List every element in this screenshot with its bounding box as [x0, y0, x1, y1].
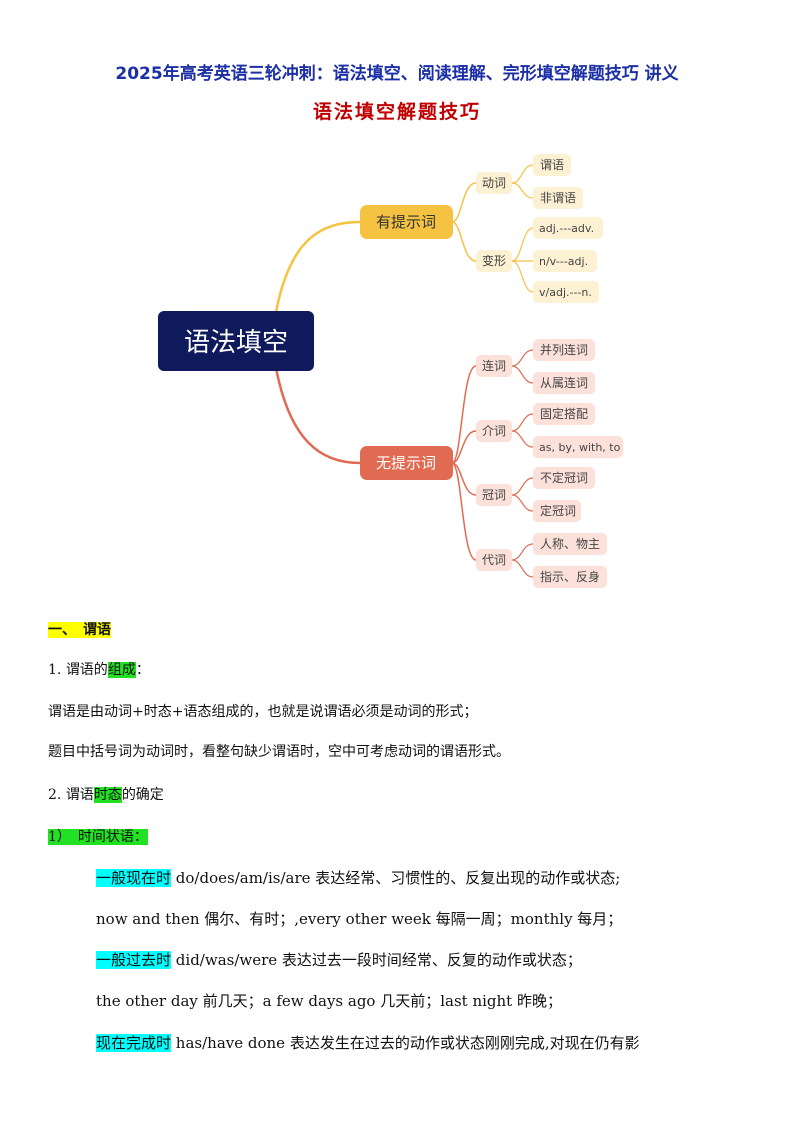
mindmap-leaf-node: [533, 372, 595, 394]
mindmap-group-node: [476, 172, 512, 194]
tense-description: has/have done 表达发生在过去的动作或状态刚刚完成,对现在仍有影: [175, 1034, 640, 1052]
mindmap-leaf-label: as, by, with, to: [539, 441, 621, 454]
paragraph-tense: 2. 谓语时态的确定: [48, 784, 164, 806]
mindmap-group-label: 代词: [482, 553, 506, 567]
example-line: the other day 前几天；a few days ago 几天前；las…: [96, 992, 562, 1010]
mindmap-root-node: [158, 311, 314, 371]
document-subtitle: 语法填空解题技巧: [312, 101, 481, 123]
tense-line: 一般现在时 do/does/am/is/are 表达经常、习惯性的、反复出现的动…: [96, 867, 620, 889]
paragraph-composition: 1. 谓语的组成：: [48, 659, 150, 681]
mindmap-leaf-node: [533, 154, 571, 176]
mindmap-group-label: 连词: [482, 358, 506, 373]
item-number: 2.: [48, 787, 62, 803]
tense-label: 现在完成时: [96, 1034, 172, 1052]
text-run: ：: [135, 662, 150, 678]
mindmap-leaf-node: [533, 566, 607, 588]
mindmap-branch-nohint: [360, 446, 453, 480]
text-run: 的确定: [121, 787, 164, 803]
paragraph-text: 谓语是由动词+时态+语态组成的，也就是说谓语必须是动词的形式；: [48, 704, 478, 720]
mindmap-leaf-label: 并列连词: [540, 342, 588, 357]
mindmap-leaf-label: 定冠词: [540, 503, 576, 518]
mindmap-leaf-label: 指示、反身: [540, 569, 600, 584]
mindmap-leaf-label: 从属连词: [540, 375, 588, 390]
tense-description: did/was/were 表达过去一段时间经常、反复的动作或状态；: [175, 951, 582, 969]
highlight-text: 组成: [107, 662, 136, 678]
mindmap-leaf-label: 谓语: [540, 158, 564, 172]
mindmap-leaf-node: [533, 533, 607, 555]
text-run: 谓语的: [65, 662, 108, 678]
item-number: 1.: [48, 662, 62, 678]
mindmap-branch-nohint-label: 无提示词: [376, 454, 436, 472]
mind-map: 语法填空 有提示词 无提示词 动词 变形 谓语 非谓语 adj.---adv. …: [158, 154, 623, 588]
mindmap-leaf-label: 非谓语: [540, 191, 576, 205]
mindmap-leaf-node: [533, 500, 581, 522]
mindmap-leaf-node: [533, 281, 599, 303]
mindmap-leaf-node: [533, 436, 623, 458]
mindmap-group-label: 动词: [482, 176, 506, 190]
mindmap-group-label: 冠词: [482, 488, 506, 502]
section-heading: 一、 谓语: [48, 619, 111, 641]
mindmap-leaf-node: [533, 467, 595, 489]
text-run: 谓语: [65, 787, 94, 803]
mindmap-leaf-node: [533, 339, 595, 361]
mindmap-group-label: 介词: [482, 424, 506, 438]
section-heading-text: 一、 谓语: [48, 622, 111, 638]
example-line: now and then 偶尔、有时；,every other week 每隔一…: [96, 910, 623, 928]
tense-line: 现在完成时 has/have done 表达发生在过去的动作或状态刚刚完成,对现…: [96, 1032, 640, 1054]
mindmap-group-label: 变形: [482, 253, 506, 268]
mindmap-group-node: [476, 549, 512, 571]
tense-description: do/does/am/is/are 表达经常、习惯性的、反复出现的动作或状态;: [175, 869, 621, 887]
tense-label: 一般现在时: [96, 869, 172, 887]
mindmap-leaf-node: [533, 250, 597, 272]
mindmap-leaf-label: adj.---adv.: [539, 222, 594, 235]
mindmap-group-node: [476, 484, 512, 506]
mindmap-leaf-node: [533, 187, 583, 209]
mindmap-leaf-label: 人称、物主: [540, 537, 600, 551]
mindmap-branch-hint: [360, 205, 453, 239]
mindmap-leaf-label: n/v---adj.: [539, 255, 588, 268]
paragraph-text: 题目中括号词为动词时，看整句缺少谓语时，空中可考虑动词的谓语形式。: [48, 744, 510, 760]
tense-label: 一般过去时: [96, 951, 172, 969]
subheading-text: 1） 时间状语：: [48, 829, 148, 845]
mindmap-leaf-label: 固定搭配: [540, 406, 588, 421]
mindmap-group-node: [476, 355, 512, 377]
subheading: 1） 时间状语：: [48, 826, 148, 848]
mindmap-root-label: 语法填空: [184, 328, 288, 358]
mindmap-leaf-node: [533, 403, 595, 425]
mindmap-group-node: [476, 250, 512, 272]
mindmap-leaf-node: [533, 217, 603, 239]
mindmap-branch-hint-label: 有提示词: [376, 213, 436, 231]
mindmap-leaf-label: v/adj.---n.: [539, 286, 592, 299]
mindmap-group-node: [476, 420, 512, 442]
tense-line: 一般过去时 did/was/were 表达过去一段时间经常、反复的动作或状态；: [96, 949, 582, 971]
mindmap-leaf-label: 不定冠词: [540, 470, 588, 485]
highlight-text: 时态: [93, 787, 122, 803]
document-title: 2025年高考英语三轮冲刺：语法填空、阅读理解、完形填空解题技巧 讲义: [115, 64, 679, 84]
